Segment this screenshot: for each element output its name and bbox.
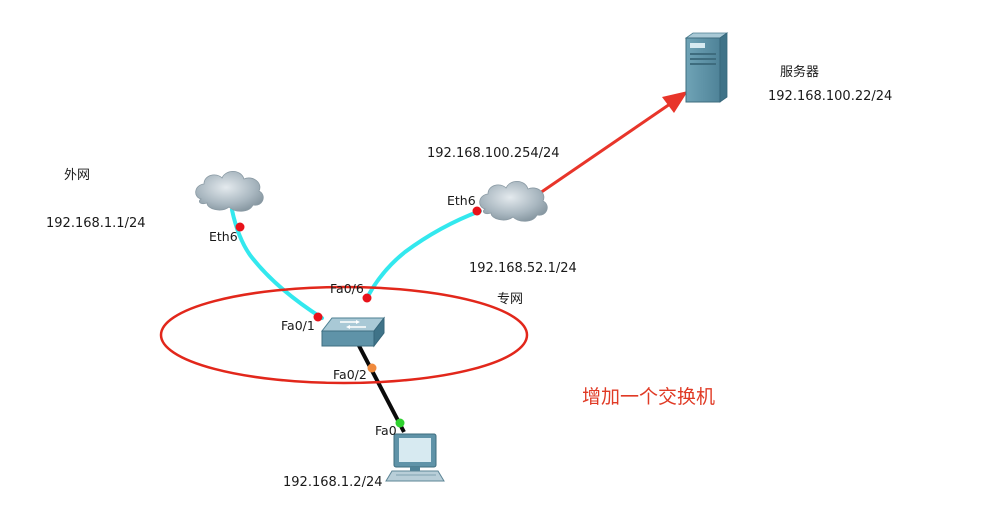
- link-switch-pc: [354, 339, 406, 433]
- port-dot-switch-fa0-2: [367, 363, 377, 373]
- cloud-icon[interactable]: [195, 170, 264, 212]
- pc-port-fa0: Fa0: [375, 423, 397, 438]
- switch-port-fa0-2: Fa0/2: [333, 367, 367, 382]
- switch-icon[interactable]: [320, 316, 386, 348]
- link-switch-router2: [364, 209, 482, 302]
- annotation-add-switch: 增加一个交换机: [582, 386, 716, 408]
- switch-port-fa0-1: Fa0/1: [281, 318, 315, 333]
- outer-network-ip: 192.168.1.1/24: [46, 216, 146, 231]
- pc-ip-label: 192.168.1.2/24: [283, 475, 383, 490]
- arrow-line: [539, 102, 671, 195]
- switch-port-fa0-6: Fa0/6: [330, 281, 364, 296]
- server-icon[interactable]: [684, 32, 729, 103]
- cloud-icon[interactable]: [479, 180, 548, 222]
- port-dot-switch-fa0-1: [313, 312, 323, 322]
- router2-port-label: Eth6: [447, 193, 476, 208]
- port-dot-switch-fa0-6: [362, 293, 372, 303]
- router1-port-label: Eth6: [209, 229, 238, 244]
- router2-ip-bottom: 192.168.52.1/24: [469, 261, 577, 276]
- server-ip-label: 192.168.100.22/24: [768, 89, 893, 104]
- router2-ip-top: 192.168.100.254/24: [427, 146, 560, 161]
- outer-network-label: 外网: [64, 168, 91, 183]
- port-dot-router1-eth6: [235, 222, 245, 232]
- private-network-label: 专网: [497, 292, 524, 307]
- switch-highlight-ellipse: [159, 285, 529, 385]
- pc-icon[interactable]: [385, 433, 445, 482]
- arrow-head: [662, 91, 688, 113]
- link-router1-switch: [230, 208, 324, 320]
- server-name-label: 服务器: [780, 65, 820, 80]
- port-dot-router2-eth6: [472, 206, 482, 216]
- port-dot-pc-fa0: [395, 418, 405, 428]
